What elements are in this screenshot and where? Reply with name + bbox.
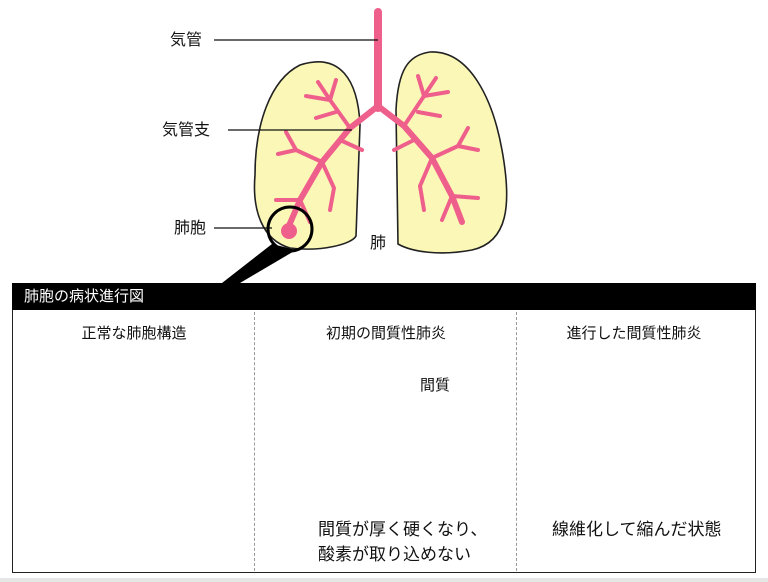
caption-line: 酸素が取り込めない [318,545,471,565]
progression-panel [12,283,756,573]
annotation-interstitium: 間質 [420,376,451,394]
panel-title: 肺胞の病状進行図 [24,287,145,305]
caption-advanced: 線維化して縮んだ状態 [552,518,722,543]
leader-lines [214,39,378,229]
label-bronchi: 気管支 [162,120,211,139]
label-lung: 肺 [370,233,387,252]
stage-divider [516,312,517,571]
label-alveoli: 肺胞 [174,218,207,237]
bronchial-tree [274,8,480,231]
callout-wedge [222,244,296,283]
caption-line: 間質が厚く硬くなり、 [318,520,488,540]
stage-title-early: 初期の間質性肺炎 [325,324,446,342]
stage-title-normal: 正常な肺胞構造 [81,324,187,342]
caption-line: 線維化して縮んだ状態 [552,520,722,540]
panel-header [12,283,756,310]
caption-early: 間質が厚く硬くなり、 酸素が取り込めない [318,518,487,568]
label-trachea: 気管 [170,30,203,49]
stage-divider [254,312,255,571]
stage-title-advanced: 進行した間質性肺炎 [566,324,702,342]
right-lung [395,51,508,254]
bottom-edge [0,578,768,582]
alveolus-dot [281,223,297,239]
